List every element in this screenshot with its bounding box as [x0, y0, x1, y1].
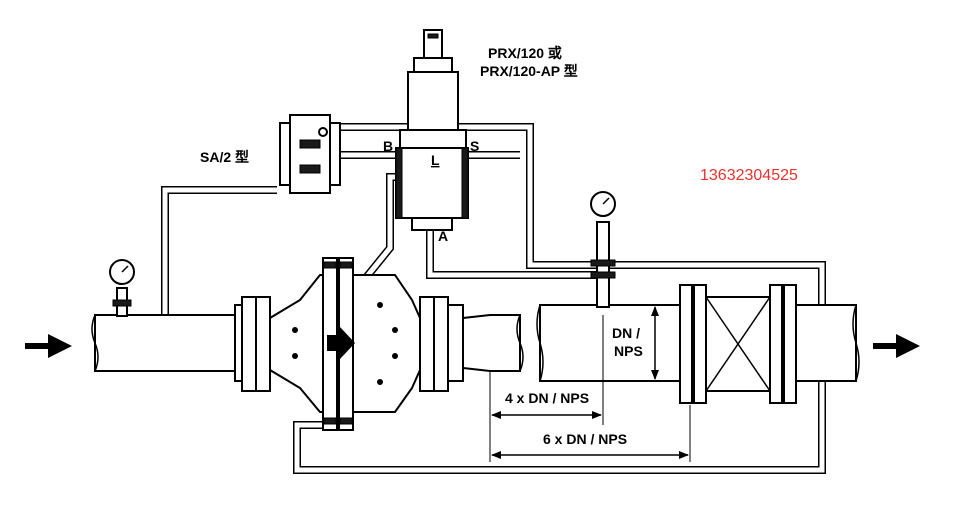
flow-outlet-arrow-icon	[873, 334, 920, 358]
sa2-model-label: SA/2 型	[200, 149, 249, 165]
inlet-pipe	[91, 296, 271, 392]
port-l-label: L	[431, 152, 440, 168]
pilot-prx120	[395, 29, 469, 231]
pilot-model-label-2: PRX/120-AP 型	[480, 63, 578, 79]
contact-phone: 13632304525	[700, 167, 798, 184]
main-valve	[269, 257, 464, 431]
outlet-pressure-gauge	[590, 191, 616, 308]
pilot-model-label-1: PRX/120 或	[488, 45, 562, 61]
downstream-pipe	[536, 284, 860, 404]
sa2-unit	[279, 114, 341, 194]
dn-nps-label-2: NPS	[614, 343, 643, 359]
port-a-label: A	[438, 228, 448, 244]
port-s-label: S	[470, 138, 479, 154]
valve-direction-arrow-icon	[327, 327, 355, 359]
flow-inlet-arrow-icon	[25, 334, 72, 358]
dimension-lines	[489, 306, 691, 462]
port-b-label: B	[383, 138, 393, 154]
inlet-pressure-gauge	[109, 259, 135, 317]
reducer-pipe	[462, 314, 524, 372]
dim-6x-label: 6 x DN / NPS	[543, 431, 627, 447]
dn-nps-label-1: DN /	[612, 325, 640, 341]
dim-4x-label: 4 x DN / NPS	[505, 390, 589, 406]
